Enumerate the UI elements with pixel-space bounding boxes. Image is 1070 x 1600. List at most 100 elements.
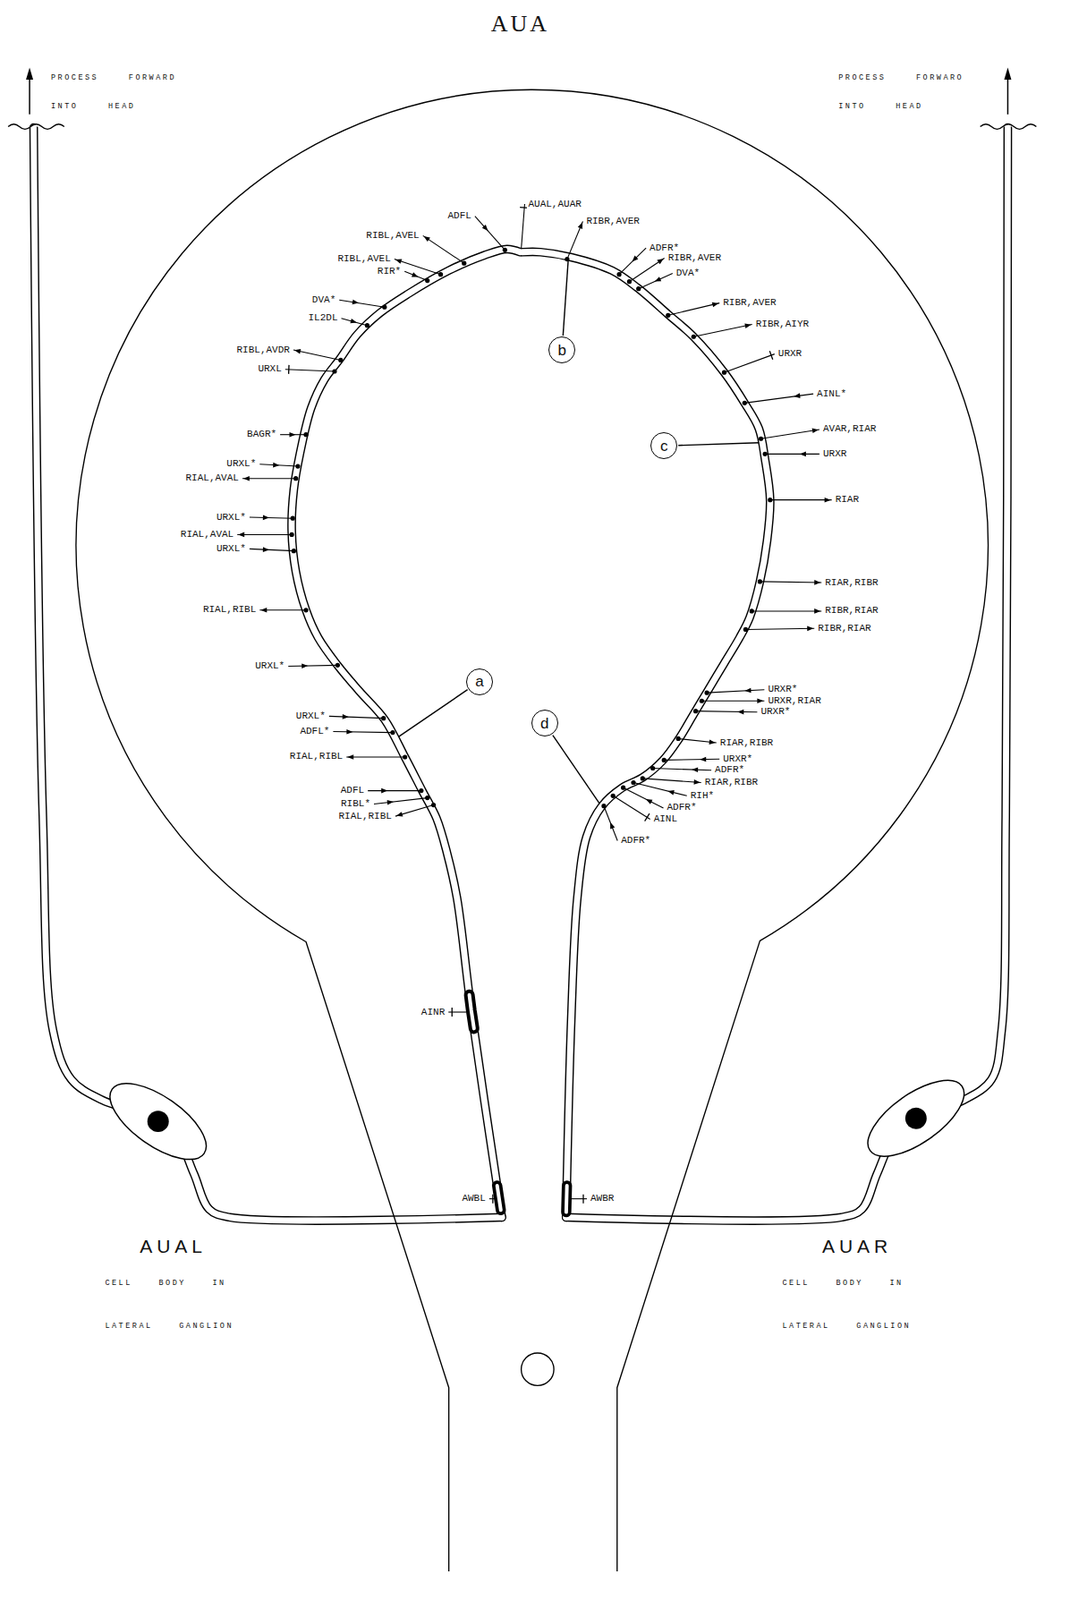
cell-body-outline xyxy=(98,1069,219,1174)
gap-junction-mark xyxy=(564,1185,569,1213)
synapse-partner-label: URXL xyxy=(256,364,282,374)
synapse-arrowhead xyxy=(812,428,819,434)
synapse-arrowhead xyxy=(482,224,489,231)
synapse-partner-label: BAGR* xyxy=(246,429,278,440)
synapse-leader xyxy=(761,429,820,439)
synapse-arrowhead xyxy=(260,607,267,613)
synapse-leader xyxy=(395,805,434,817)
break-mark xyxy=(980,124,1037,130)
synapse-leader xyxy=(332,730,393,732)
synapse-arrowhead xyxy=(411,271,419,277)
synapse-dot xyxy=(662,757,667,763)
synapse-leader xyxy=(521,203,526,249)
synapse-dot xyxy=(502,247,508,253)
synapse-arrowhead xyxy=(691,767,698,773)
synapse-arrowhead xyxy=(824,497,832,503)
synapse-dot xyxy=(424,795,430,800)
synapse-partner-label: ADFR* xyxy=(666,802,698,813)
synapse-leader xyxy=(668,303,720,316)
process-wall xyxy=(522,251,771,1217)
synapse-leader xyxy=(288,664,338,666)
synapse-partner-label: RIBR,AVER xyxy=(667,253,722,264)
cell-nucleus xyxy=(905,1107,927,1130)
synapse-arrowhead xyxy=(346,729,353,735)
synapse-partner-label: DVA* xyxy=(311,295,337,306)
synapse-dot xyxy=(699,698,705,704)
synapse-partner-label: DVA* xyxy=(675,268,701,279)
synapse-arrowhead xyxy=(694,779,701,785)
synapse-partner-label: RIAR,RIBR xyxy=(823,577,879,588)
synapse-partner-label: ADFL xyxy=(339,785,366,796)
synapse-dot xyxy=(382,305,387,310)
synapse-dot xyxy=(616,271,621,277)
callout-circle: a xyxy=(466,668,493,696)
pharynx-symbol xyxy=(521,1352,554,1385)
synapse-partner-label: RIBL* xyxy=(339,798,372,809)
synapse-dot xyxy=(293,475,298,481)
callout-letter: d xyxy=(540,715,549,731)
synapse-leader xyxy=(642,778,701,783)
synapse-leader xyxy=(623,787,664,808)
synapse-arrowhead xyxy=(712,302,719,308)
synapse-arrowhead xyxy=(263,546,270,552)
synapse-partner-label: ADFR* xyxy=(619,835,652,846)
synapse-partner-label: RIBR,AVER xyxy=(585,216,640,227)
synapse-dot xyxy=(767,497,773,502)
synapse-partner-label: RIBR,RIAR xyxy=(816,623,872,634)
synapse-dot xyxy=(564,256,569,262)
synapse-leader xyxy=(653,768,712,771)
synapse-dot xyxy=(331,368,337,374)
synapse-partner-label: RIAR xyxy=(834,494,860,505)
synapse-leader xyxy=(770,499,833,501)
synapse-arrowhead xyxy=(272,462,280,468)
synapse-partner-label: RIBL,AVEL xyxy=(336,254,391,264)
callout-leader xyxy=(552,735,601,805)
neuron-name: AUAL xyxy=(139,1235,207,1257)
synapse-arrowhead xyxy=(352,299,359,306)
synapse-partner-label: AINR xyxy=(420,1007,446,1018)
synapse-dot xyxy=(291,548,297,553)
synapse-arrowhead xyxy=(656,258,663,264)
synapse-partner-label: ADFL* xyxy=(298,726,331,737)
synapse-arrowhead xyxy=(243,475,250,482)
callout-leader xyxy=(562,261,569,336)
synapse-partner-label: URXR* xyxy=(721,754,754,765)
synapse-dot xyxy=(431,802,436,807)
process-wall xyxy=(291,248,520,1217)
synapse-arrowhead xyxy=(744,687,751,694)
synapse-arrowhead xyxy=(799,451,807,458)
synapse-dot xyxy=(650,765,655,771)
synapse-dot xyxy=(620,785,626,790)
synapse-arrowhead xyxy=(349,318,357,323)
synapse-dot xyxy=(418,788,424,793)
synapse-dot xyxy=(461,261,467,266)
synapse-dot xyxy=(424,278,430,283)
synapse-leader xyxy=(751,610,822,612)
synapse-leader xyxy=(341,318,368,326)
synapse-dot xyxy=(630,780,636,785)
figure-title: AUA xyxy=(491,10,550,38)
synapse-dot xyxy=(676,736,681,741)
gap-junction-bar xyxy=(645,813,650,821)
synapse-dot xyxy=(763,451,768,457)
synapse-arrowhead xyxy=(396,811,404,816)
synapse-dot xyxy=(742,400,748,406)
synapse-dot xyxy=(601,803,606,808)
synapse-partner-label: URXR* xyxy=(759,706,791,717)
synapse-leader xyxy=(745,628,815,629)
synapse-partner-label: URXR,RIAR xyxy=(766,696,822,706)
synapse-partner-label: AVAR,RIAR xyxy=(822,424,877,434)
cell-body-note: CELL BODY IN LATERAL GANGLION xyxy=(781,1261,926,1348)
process-wall xyxy=(566,127,1009,1221)
synapse-leader xyxy=(638,273,673,289)
synapse-leader xyxy=(448,1010,467,1012)
gap-junction-bar xyxy=(288,365,290,374)
synapse-partner-label: RIAL,AVAL xyxy=(179,529,235,540)
synapse-partner-label: URXL* xyxy=(225,458,257,469)
process-core xyxy=(566,127,1009,1221)
synapse-leader xyxy=(367,789,422,791)
synapse-partner-label: AUAL,AUAR xyxy=(526,199,582,210)
synapse-partner-label: URXL* xyxy=(254,661,286,671)
synapse-partner-label: URXR xyxy=(777,348,803,359)
